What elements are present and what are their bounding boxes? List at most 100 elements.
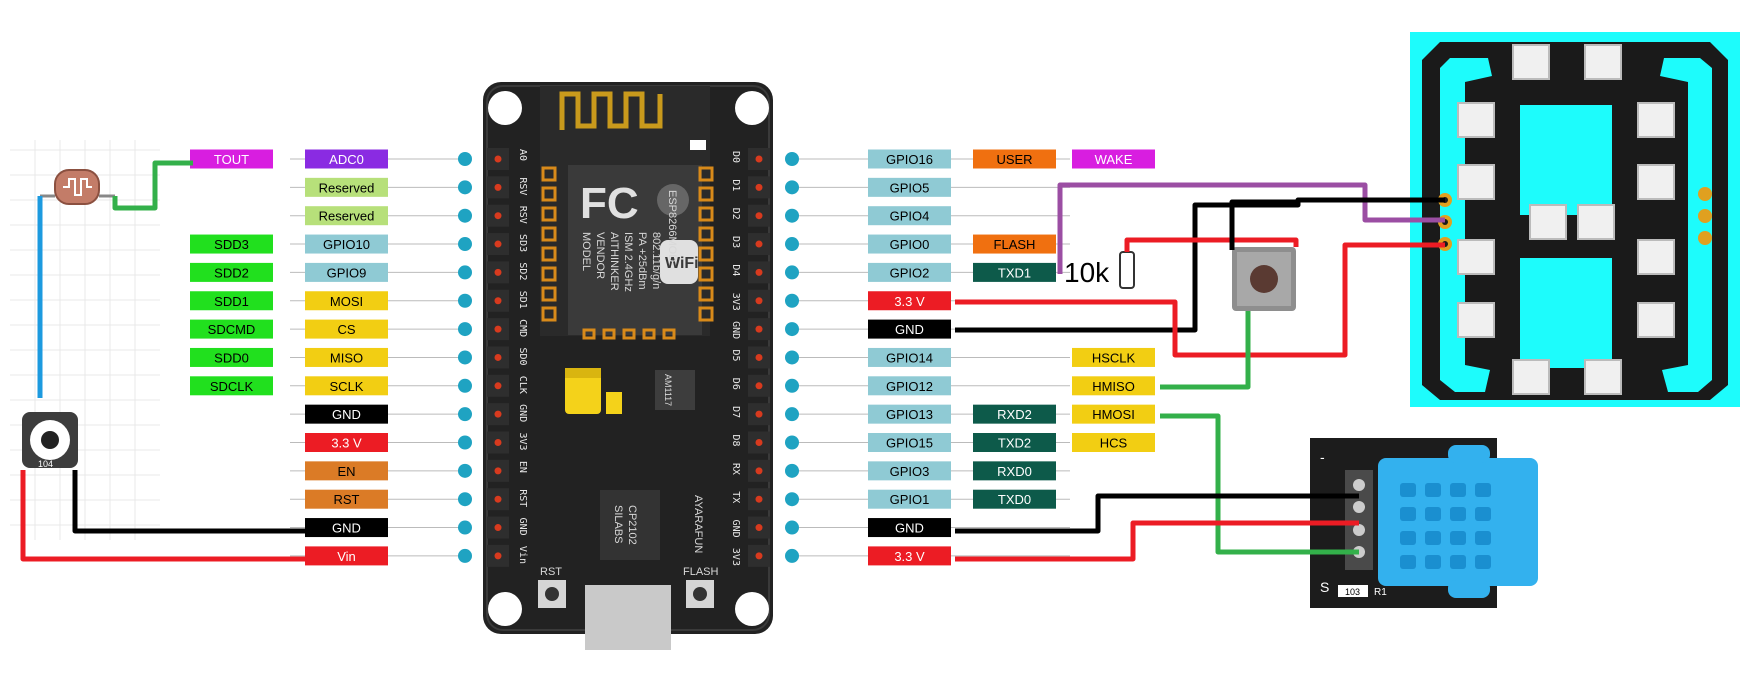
pin-connector[interactable] — [458, 322, 472, 337]
mounting-hole — [735, 592, 769, 626]
potentiometer: 104 — [22, 412, 78, 469]
left-pin-alt-label: SDCMD — [190, 319, 273, 339]
left-pin-alt-label-text: SDD0 — [214, 350, 249, 365]
right-pin-alt-label-text: TXD1 — [998, 265, 1031, 280]
left-pin-alt-label: SDD2 — [190, 262, 273, 282]
pin-connector[interactable] — [458, 492, 472, 507]
left-pin-label-text: RST — [334, 492, 360, 507]
right-pin-label-text: GPIO1 — [890, 492, 930, 507]
pin-connector[interactable] — [785, 293, 799, 308]
wire-resistor-top — [1124, 237, 1299, 252]
pin-connector[interactable] — [785, 152, 799, 166]
silk-label: 3V3 — [730, 293, 741, 311]
right-pin-label: GPIO16 — [868, 149, 951, 169]
tantalum-capacitor — [565, 368, 601, 414]
left-pin-label-text: 3.3 V — [331, 436, 362, 451]
pin-connector[interactable] — [458, 407, 472, 422]
smd-resistor — [1338, 585, 1368, 597]
wifi-logo-text: WiFi — [665, 255, 699, 272]
right-pin-label: GPIO0 — [868, 234, 951, 254]
sensor-leds — [1457, 44, 1675, 395]
right-pin-label: GPIO13 — [868, 404, 951, 424]
left-pin-label: GPIO10 — [305, 234, 388, 254]
right-pin-label: GPIO14 — [868, 347, 951, 367]
pin-connector[interactable] — [785, 180, 799, 195]
silk-label: SD1 — [517, 291, 528, 309]
right-pin-label-text: 3.3 V — [894, 294, 925, 309]
left-pin-label: EN — [305, 461, 388, 481]
right-pin-label-text: GPIO5 — [890, 180, 930, 195]
pin-connector[interactable] — [458, 350, 472, 365]
dht-minus-label: - — [1320, 449, 1325, 465]
right-pin-alt-label-text: HSCLK — [1092, 350, 1136, 365]
module-model: ESP8266MOD — [666, 190, 678, 262]
pin-connector[interactable] — [785, 407, 799, 422]
left-pin-alt-label: SDCLK — [190, 376, 273, 396]
flash-label: FLASH — [683, 566, 719, 578]
left-pin-label-text: GND — [332, 407, 361, 422]
smd-resistor-label: 103 — [1345, 587, 1360, 597]
left-pin-label: MISO — [305, 347, 388, 367]
silk-label: D5 — [730, 349, 741, 361]
pin-connector[interactable] — [785, 265, 799, 280]
left-pin-label: Reserved — [305, 206, 388, 226]
pin-connector[interactable] — [785, 208, 799, 223]
left-pin-label: 3.3 V — [305, 433, 388, 452]
pin-connector[interactable] — [785, 322, 799, 337]
right-pin-label: 3.3 V — [868, 291, 951, 311]
module-pads — [541, 166, 714, 340]
sensor-pad-top — [1520, 105, 1612, 215]
right-pin-label: GPIO5 — [868, 177, 951, 197]
silk-label: SD3 — [517, 234, 528, 252]
wire-gnd-sensor — [955, 197, 1445, 333]
pin-connector[interactable] — [458, 152, 472, 166]
silk-label: A0 — [517, 149, 528, 161]
pin-connector[interactable] — [785, 435, 799, 450]
right-pin-label-text: GND — [895, 322, 924, 337]
pin-connector[interactable] — [458, 435, 472, 450]
pin-connector[interactable] — [458, 180, 472, 195]
left-pin-alt-label-text: SDCMD — [208, 322, 256, 337]
right-pin-alt-label-text: FLASH — [994, 237, 1036, 252]
right-pin-alt-label-text: HCS — [1100, 436, 1128, 451]
silk-label: RSV — [517, 206, 528, 224]
right-pin-alt-label: RXD2 — [973, 404, 1056, 424]
right-pin-label: GND — [868, 319, 951, 339]
wire-pot-gnd — [72, 470, 310, 534]
pin-connector[interactable] — [785, 492, 799, 507]
resistor-body — [1119, 251, 1135, 289]
pin-connector[interactable] — [785, 463, 799, 478]
right-pin-label-text: 3.3 V — [894, 549, 925, 564]
fc-mark: FC — [580, 179, 639, 228]
pin-connector[interactable] — [458, 208, 472, 223]
right-pin-label-text: GPIO3 — [890, 464, 930, 479]
pin-connector[interactable] — [785, 237, 799, 252]
switch-cap[interactable] — [1250, 265, 1278, 293]
pin-connector[interactable] — [458, 548, 472, 563]
pin-connector[interactable] — [785, 350, 799, 365]
right-pin-label: GPIO4 — [868, 206, 951, 226]
left-pin-label-text: MISO — [330, 350, 363, 365]
pot-value: 104 — [38, 459, 53, 469]
right-pin-label-text: GPIO0 — [890, 237, 930, 252]
pin-connector[interactable] — [458, 237, 472, 252]
pin-connector[interactable] — [458, 293, 472, 308]
push-button — [1232, 247, 1296, 311]
mounting-hole — [735, 91, 769, 125]
pin-connector[interactable] — [458, 378, 472, 393]
right-pin-label: GPIO15 — [868, 433, 951, 452]
silk-label: CLK — [517, 376, 528, 394]
pin-connector[interactable] — [785, 548, 799, 563]
pin-connector[interactable] — [458, 520, 472, 535]
pin-connector[interactable] — [458, 463, 472, 478]
left-pin-label: MOSI — [305, 291, 388, 311]
wire-hmiso-button — [1160, 311, 1251, 390]
pin-connector[interactable] — [785, 520, 799, 535]
left-pin-label-text: SCLK — [330, 379, 364, 394]
pin-connector[interactable] — [458, 265, 472, 280]
pin-connector[interactable] — [785, 378, 799, 393]
wifi-logo — [660, 240, 698, 284]
right-pin-alt-label: FLASH — [973, 234, 1056, 254]
